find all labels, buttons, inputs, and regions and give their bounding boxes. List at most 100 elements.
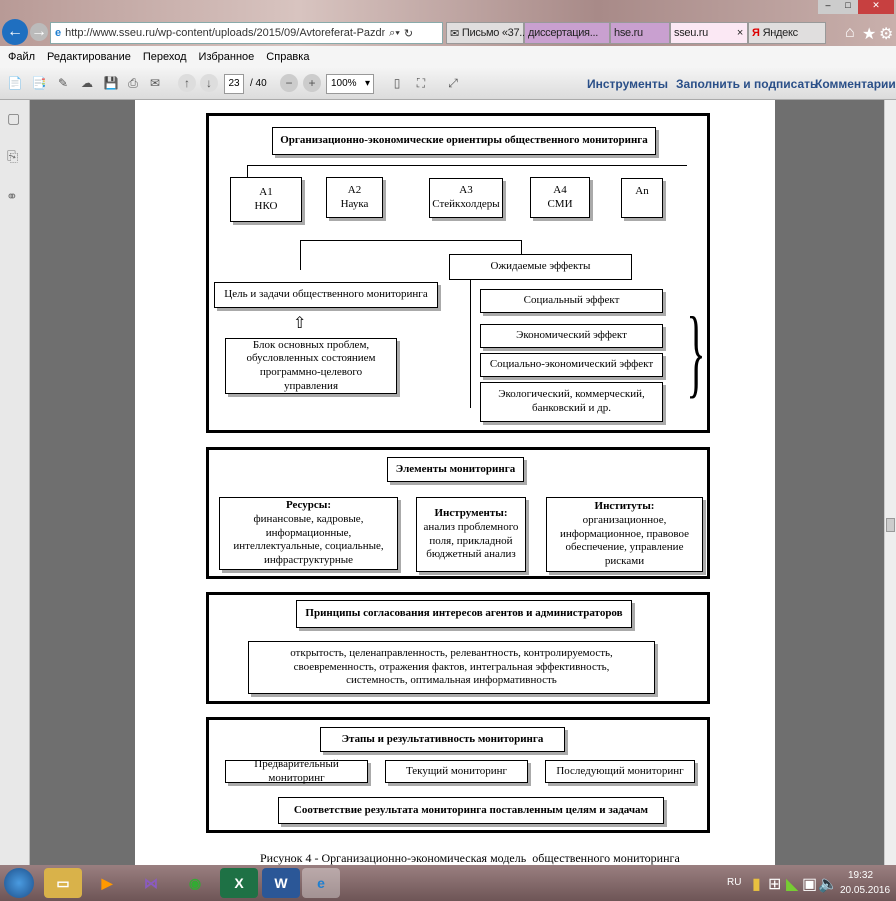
comments-link[interactable]: Комментарии bbox=[815, 77, 896, 91]
chevron-down-icon: ▾ bbox=[364, 78, 370, 89]
tab-hse[interactable]: hse.ru bbox=[610, 22, 670, 44]
tools-box: Инструменты:анализ проблемного поля, при… bbox=[416, 497, 526, 572]
effect-socioeconomic: Социально-экономический эффект bbox=[480, 353, 663, 377]
minimize-button[interactable]: – bbox=[818, 0, 838, 14]
ie-icon: e bbox=[55, 27, 62, 39]
refresh-icon[interactable]: ↻ bbox=[403, 27, 414, 40]
clock-date[interactable]: 20.05.2016 bbox=[840, 885, 891, 896]
taskbar-excel[interactable]: X bbox=[220, 868, 258, 898]
zoom-select[interactable]: 100%▾ bbox=[326, 74, 374, 94]
vertical-scrollbar[interactable] bbox=[884, 100, 896, 865]
zoom-in-button[interactable]: + bbox=[303, 74, 321, 92]
arrow-up-icon: ⇧ bbox=[293, 315, 307, 332]
tab-mail[interactable]: ✉Письмо «37... bbox=[446, 22, 528, 44]
principles-block bbox=[206, 592, 710, 704]
institutes-text: организационное, информационное, правово… bbox=[559, 513, 690, 568]
yandex-icon: Я bbox=[752, 27, 760, 39]
elements-block bbox=[206, 447, 710, 579]
start-button[interactable] bbox=[4, 868, 34, 898]
orientations-block bbox=[206, 113, 710, 433]
menu-favorites[interactable]: Избранное bbox=[198, 51, 255, 63]
save-icon[interactable]: 💾 bbox=[103, 76, 119, 90]
resources-box: Ресурсы:финансовые, кадровые, информацио… bbox=[219, 497, 398, 570]
taskbar-chrome[interactable]: ◉ bbox=[188, 874, 202, 891]
forward-button[interactable]: → bbox=[30, 23, 48, 41]
edit-icon[interactable]: ✎ bbox=[57, 76, 69, 90]
settings-gear-icon[interactable]: ⚙ bbox=[879, 26, 894, 43]
binoculars-icon[interactable]: ⚭ bbox=[6, 188, 18, 204]
menu-file[interactable]: Файл bbox=[8, 51, 36, 63]
effect-other: Экологический, коммерческий, банковский … bbox=[480, 382, 663, 422]
menu-edit[interactable]: Редактирование bbox=[47, 51, 131, 63]
agent-name: Стейкхолдеры bbox=[432, 198, 500, 210]
agent-code: А3 bbox=[459, 184, 473, 197]
upload-cloud-icon[interactable]: ☁ bbox=[81, 76, 93, 90]
print-icon[interactable]: ⎙ bbox=[128, 75, 138, 90]
navigation-panel: ▢ ⎘ ⚭ bbox=[0, 100, 30, 865]
agent-code: Аn bbox=[635, 185, 649, 197]
volume-icon[interactable]: 🔈 bbox=[818, 876, 838, 893]
brace-icon: } bbox=[686, 296, 706, 407]
home-icon[interactable]: ⌂ bbox=[845, 24, 855, 41]
institutes-box: Институты:организационное, информационно… bbox=[546, 497, 703, 572]
taskbar-ie[interactable]: e bbox=[302, 868, 340, 898]
create-pdf-icon[interactable]: 📄 bbox=[7, 76, 23, 90]
taskbar-word[interactable]: W bbox=[262, 868, 300, 898]
convert-icon[interactable]: 📑 bbox=[31, 76, 47, 90]
search-icon[interactable]: ⌕▾ bbox=[389, 26, 400, 39]
fill-sign-link[interactable]: Заполнить и подписать bbox=[676, 77, 818, 91]
fullscreen-icon[interactable]: ⤢ bbox=[448, 75, 458, 90]
taskbar-media[interactable]: ▶ bbox=[101, 874, 113, 891]
fit-width-icon[interactable]: ⛶ bbox=[416, 75, 426, 90]
tab-label: hse.ru bbox=[614, 27, 643, 39]
close-button[interactable]: ✕ bbox=[858, 0, 894, 14]
orientations-title: Организационно-экономические ориентиры о… bbox=[272, 127, 656, 155]
nvidia-icon[interactable]: ◣ bbox=[786, 876, 799, 893]
taskbar-visualstudio[interactable]: ⋈ bbox=[144, 874, 158, 891]
tab-sseu[interactable]: sseu.ru × bbox=[670, 22, 748, 44]
tab-label: Яндекс bbox=[762, 27, 799, 39]
next-page-button[interactable]: ↓ bbox=[200, 74, 218, 92]
fit-page-icon[interactable]: ▯ bbox=[393, 76, 401, 90]
tools-link[interactable]: Инструменты bbox=[587, 77, 669, 91]
back-button[interactable]: ← bbox=[2, 19, 28, 45]
network-icon[interactable]: ▣ bbox=[802, 876, 818, 893]
stage-preliminary: Предварительный мониторинг bbox=[225, 758, 368, 784]
clock-time[interactable]: 19:32 bbox=[848, 870, 874, 881]
windows-flag-icon[interactable]: ⊞ bbox=[768, 876, 782, 893]
effect-social: Социальный эффект bbox=[480, 289, 663, 313]
maximize-button[interactable]: □ bbox=[838, 0, 858, 14]
agent-an: Аn bbox=[621, 178, 663, 218]
principles-title: Принципы согласования интересов агентов … bbox=[296, 600, 632, 628]
close-tab-icon[interactable]: × bbox=[736, 27, 743, 39]
pdf-toolbar: 📄 📑 ✎ ☁ 💾 ⎙ ✉ ↑ ↓ 23 / 40 − + 100%▾ ▯ ⛶ … bbox=[0, 68, 896, 100]
language-indicator[interactable]: RU bbox=[727, 877, 742, 888]
goal-box: Цель и задачи общественного мониторинга bbox=[214, 282, 438, 308]
tab-dissertation[interactable]: диссертация... bbox=[524, 22, 610, 44]
scroll-thumb[interactable] bbox=[886, 518, 895, 532]
stage-current: Текущий мониторинг bbox=[385, 760, 528, 783]
stages-title: Этапы и результативность мониторинга bbox=[320, 727, 565, 752]
zoom-out-button[interactable]: − bbox=[280, 74, 298, 92]
page-number-input[interactable]: 23 bbox=[224, 74, 244, 94]
tab-label: диссертация... bbox=[528, 27, 598, 39]
menu-help[interactable]: Справка bbox=[266, 51, 310, 63]
taskbar-explorer[interactable]: ▭ bbox=[44, 868, 82, 898]
menu-go[interactable]: Переход bbox=[142, 51, 187, 63]
problems-box: Блок основных проблем, обусловленных сос… bbox=[225, 338, 397, 394]
tab-label: sseu.ru bbox=[674, 27, 708, 39]
resources-heading: Ресурсы: bbox=[285, 499, 332, 512]
url-text: http://www.sseu.ru/wp-content/uploads/20… bbox=[65, 27, 386, 39]
email-icon[interactable]: ✉ bbox=[149, 76, 161, 90]
attachments-icon[interactable]: ⎘ bbox=[7, 148, 19, 164]
shield-icon[interactable]: ▮ bbox=[752, 876, 761, 893]
effect-economic: Экономический эффект bbox=[480, 324, 663, 348]
prev-page-button[interactable]: ↑ bbox=[178, 74, 196, 92]
favorites-star-icon[interactable]: ★ bbox=[862, 26, 877, 43]
page-thumbnails-icon[interactable]: ▢ bbox=[7, 110, 21, 126]
